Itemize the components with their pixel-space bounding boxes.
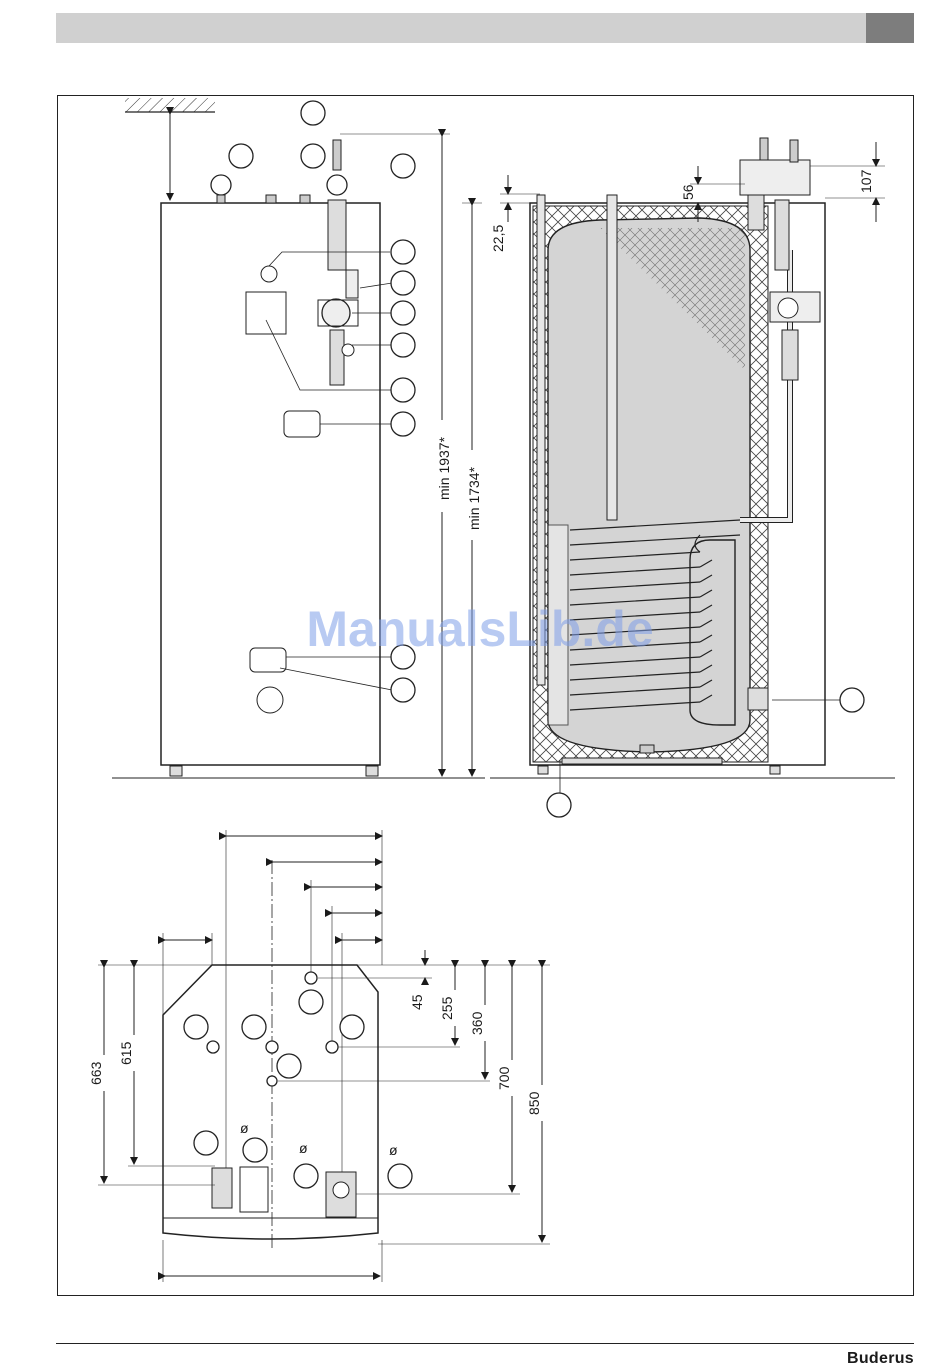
callout-marker (391, 412, 415, 436)
callout-marker (391, 333, 415, 357)
callout-marker (840, 688, 864, 712)
section-view: 22,5 56 107 (490, 138, 895, 817)
dim-107: 107 (858, 169, 874, 193)
callout-marker (194, 1131, 218, 1155)
ceiling-hatch (125, 98, 215, 112)
diameter-mark: ø (299, 1140, 308, 1156)
callout-marker (340, 1015, 364, 1039)
dim-615: 615 (118, 1041, 134, 1065)
dim-22-5: 22,5 (490, 225, 506, 252)
callout-marker (243, 1138, 267, 1162)
brand-logo: Buderus (820, 1350, 914, 1368)
diameter-mark: ø (240, 1120, 249, 1136)
callout-marker (547, 793, 571, 817)
dim-360: 360 (469, 1011, 485, 1035)
callout-marker (301, 144, 325, 168)
callout-marker (229, 144, 253, 168)
top-view-valve (212, 1168, 232, 1208)
callout-marker (391, 301, 415, 325)
callout-marker (391, 154, 415, 178)
footer-rule (56, 1343, 914, 1344)
callout-marker (391, 378, 415, 402)
pressure-gauge-icon (211, 175, 231, 195)
front-view: min 1937* min 1734* (112, 98, 485, 778)
dim-56: 56 (680, 184, 696, 200)
callout-marker (184, 1015, 208, 1039)
dim-45: 45 (409, 994, 425, 1010)
dim-min-1937: min 1937* (436, 436, 452, 500)
thermometer-gauge-icon (327, 175, 347, 195)
controller-box (246, 292, 286, 334)
dim-700: 700 (496, 1066, 512, 1090)
callout-marker (391, 678, 415, 702)
dim-663: 663 (88, 1061, 104, 1085)
callout-marker (391, 240, 415, 264)
pump-icon (322, 299, 350, 327)
dim-min-1734: min 1734* (466, 466, 482, 530)
callout-marker (242, 1015, 266, 1039)
dim-255: 255 (439, 996, 455, 1020)
callout-marker (277, 1054, 301, 1078)
callout-marker (391, 271, 415, 295)
callout-marker (391, 645, 415, 669)
dim-850: 850 (526, 1091, 542, 1115)
callout-marker (294, 1164, 318, 1188)
callout-marker (301, 101, 325, 125)
callout-marker (388, 1164, 412, 1188)
callout-marker (299, 990, 323, 1014)
diameter-mark: ø (389, 1142, 398, 1158)
section-valve-group (740, 160, 810, 195)
top-view: ø ø ø 45 255 (88, 830, 550, 1282)
